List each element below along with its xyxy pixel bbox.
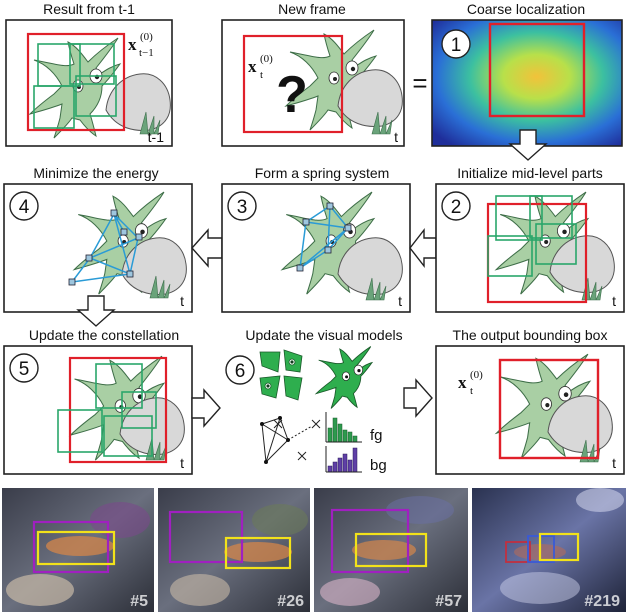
- frame-tag: t: [180, 455, 184, 471]
- frame-tag: t-1: [148, 129, 165, 145]
- track-box: [354, 532, 428, 568]
- part-box: [495, 195, 543, 241]
- energy-panel: 4 t: [3, 183, 193, 313]
- bbox-symbol-sub: t−1: [139, 47, 154, 59]
- left-arrow: [409, 227, 437, 269]
- equals-sign: =: [412, 68, 427, 98]
- init-parts-title: Initialize mid-level parts: [457, 165, 603, 181]
- prior-bbox: [242, 34, 344, 134]
- coarse-panel: 1: [431, 19, 623, 147]
- bbox-symbol-base: x: [458, 373, 467, 392]
- frame-number: #5: [130, 593, 148, 610]
- step-number: 3: [237, 197, 248, 218]
- frame-number: #26: [277, 593, 304, 610]
- part-box: [535, 223, 577, 265]
- step-number: 5: [19, 359, 30, 380]
- bbox-symbol-sup: (0): [470, 369, 483, 381]
- fg-label: fg: [370, 427, 383, 444]
- target-bbox: [26, 32, 126, 132]
- part-patches: [259, 349, 303, 401]
- frame-number: #219: [584, 593, 620, 610]
- step-badge: [9, 191, 39, 221]
- track-box: [330, 508, 410, 574]
- unknown-mark: ?: [276, 66, 308, 124]
- part-box: [95, 363, 143, 409]
- bbox-symbol-sup: (0): [140, 31, 153, 43]
- track-box: [224, 536, 292, 570]
- coarse-bbox: [488, 22, 586, 118]
- frame-tag: t: [398, 293, 402, 309]
- part-box: [33, 85, 75, 129]
- photo-frame: #57: [314, 488, 468, 612]
- step-badge: [227, 191, 257, 221]
- step-number: 1: [451, 35, 462, 56]
- track-box: [538, 532, 580, 562]
- right-arrow: [191, 388, 221, 428]
- energy-title: Minimize the energy: [33, 165, 158, 181]
- bg-histogram: [327, 447, 358, 473]
- fg-histogram: [327, 417, 358, 443]
- output-panel: x (0) t t: [435, 345, 625, 475]
- update-const-title: Update the constellation: [29, 327, 179, 343]
- update-const-panel: 5 t: [3, 345, 193, 475]
- track-box: [32, 520, 110, 574]
- step-badge: [225, 355, 255, 385]
- part-box: [103, 415, 153, 457]
- part-box: [57, 409, 103, 453]
- update-visual-panel: 6: [225, 346, 387, 474]
- left-arrow: [191, 228, 223, 268]
- step-badge: [9, 353, 39, 383]
- step-number: 6: [235, 361, 246, 382]
- spring-system: [299, 204, 349, 270]
- step-number: 4: [19, 197, 30, 218]
- output-title: The output bounding box: [453, 327, 608, 343]
- step-number: 2: [451, 197, 462, 218]
- frame-tag: t: [612, 455, 616, 471]
- foreground-model: [314, 346, 374, 409]
- right-arrow: [403, 378, 433, 418]
- coarse-title: Coarse localization: [467, 1, 585, 17]
- spring-nodes: [68, 209, 143, 286]
- update-visual-title: Update the visual models: [245, 327, 402, 343]
- bbox-symbol-sub: t: [470, 385, 473, 397]
- part-box: [487, 235, 533, 277]
- photo-frame: #5: [2, 488, 154, 612]
- result-prev-panel: x (0) t−1 t-1: [5, 19, 173, 147]
- photo-frame: #219: [472, 488, 626, 612]
- track-box: [505, 541, 531, 563]
- step-badge: [441, 191, 471, 221]
- output-bbox: [498, 358, 600, 460]
- bbox-symbol-sup: (0): [260, 53, 273, 65]
- down-arrow: [508, 129, 548, 161]
- part-box: [529, 195, 573, 239]
- bg-label: bg: [370, 457, 387, 474]
- bbox-symbol-base: x: [248, 57, 257, 76]
- constellation-nodes: [260, 416, 290, 464]
- frame-tag: t: [394, 129, 398, 145]
- spring-title: Form a spring system: [255, 165, 390, 181]
- frame-tag: t: [180, 293, 184, 309]
- part-box: [69, 43, 115, 85]
- new-frame-panel: ? x (0) t t: [221, 19, 405, 147]
- part-box: [121, 391, 157, 429]
- result-prev-title: Result from t-1: [43, 1, 135, 17]
- step-badge: [441, 29, 471, 59]
- frame-tag: t: [612, 293, 616, 309]
- photo-frame: #26: [158, 488, 310, 612]
- spring-nodes: [296, 202, 352, 272]
- frame-number: #57: [435, 593, 462, 610]
- down-arrow: [76, 295, 116, 327]
- part-box: [75, 75, 117, 117]
- constellation-sketch: [261, 417, 321, 464]
- spring-panel: 3 t: [221, 183, 411, 313]
- bbox-symbol-base: x: [128, 35, 137, 54]
- init-parts-panel: 2 t: [435, 183, 625, 313]
- new-frame-title: New frame: [278, 1, 346, 17]
- bbox-symbol-sub: t: [260, 69, 263, 81]
- track-box: [36, 530, 116, 566]
